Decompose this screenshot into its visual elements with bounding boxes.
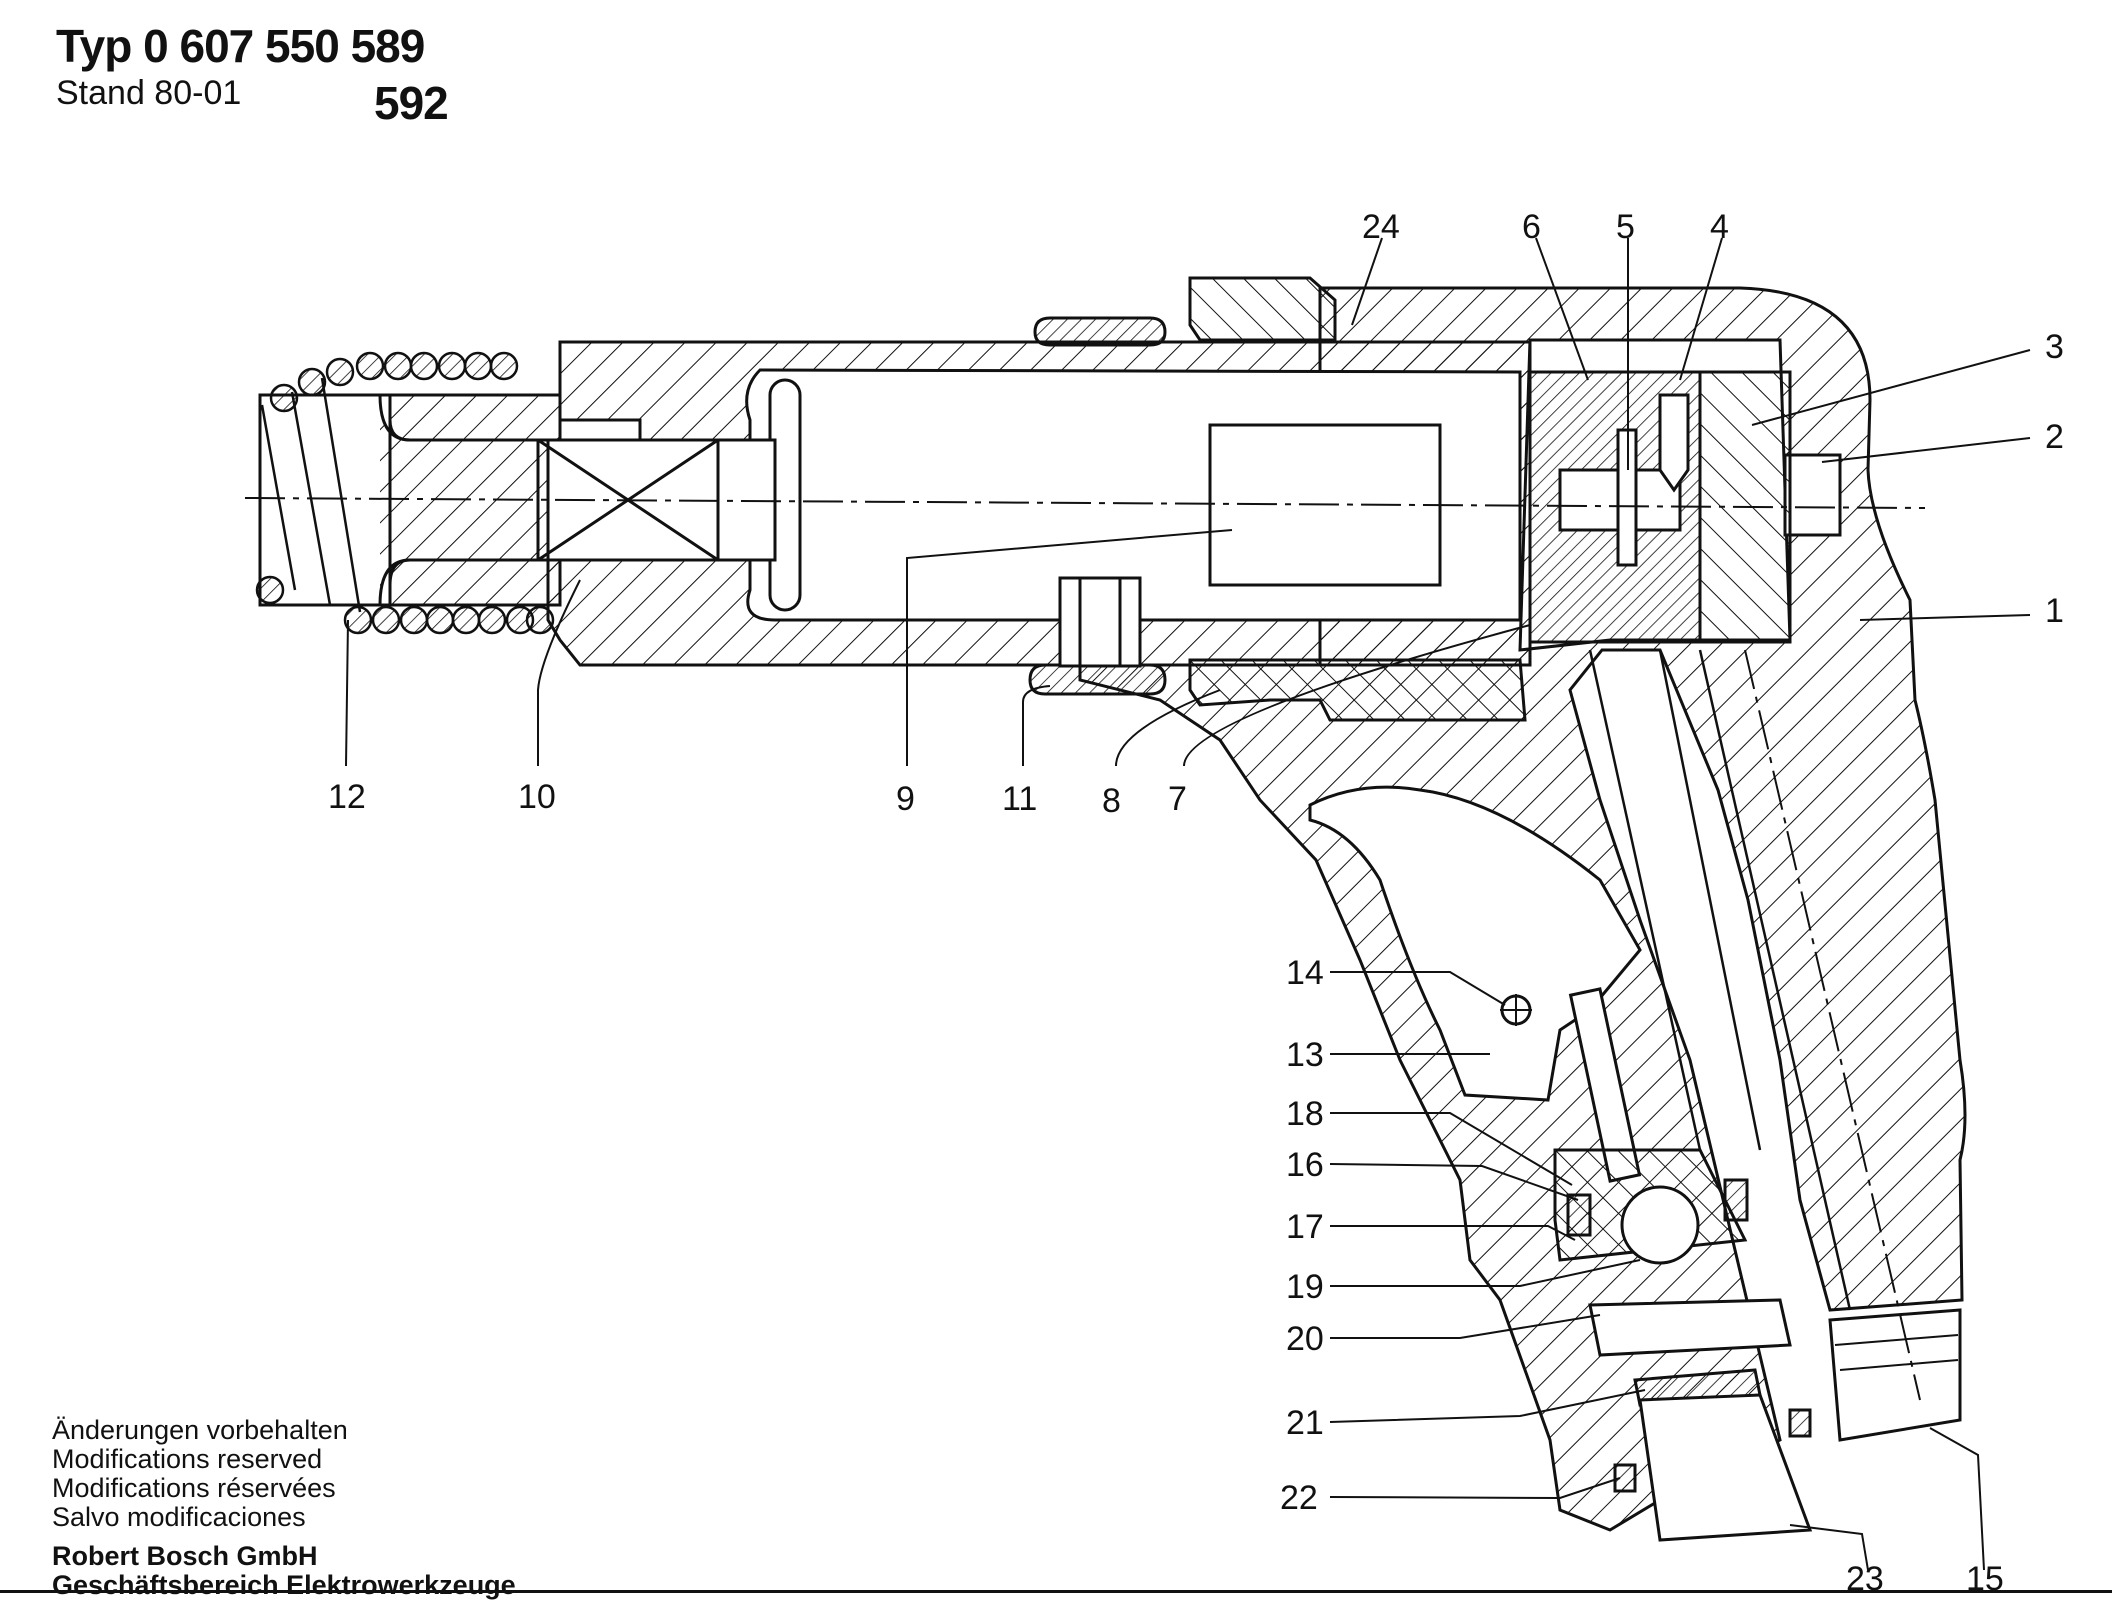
- part-label-11: 11: [1002, 780, 1037, 818]
- footer-note: Modifications reserved: [52, 1444, 323, 1474]
- header: Typ 0 607 550 589 Stand 80-01 592: [56, 18, 449, 134]
- part-label-20: 20: [1286, 1320, 1324, 1358]
- exhaust-tube: [1828, 1308, 1962, 1442]
- footer-note: Änderungen vorbehalten: [52, 1415, 348, 1445]
- part-label-8: 8: [1102, 782, 1121, 820]
- part-label-3: 3: [2045, 328, 2064, 366]
- footer: Änderungen vorbehalten Modifications res…: [52, 1416, 516, 1600]
- seal-22: [1613, 1463, 1637, 1493]
- pin-hole: [1058, 576, 1142, 668]
- part-label-2: 2: [2045, 418, 2064, 456]
- retaining-clip: [1028, 663, 1167, 696]
- inlet-bore: [1638, 1393, 1813, 1542]
- footer-note: Modifications réservées: [52, 1473, 336, 1503]
- part-label-7: 7: [1168, 780, 1187, 818]
- stand-row: Stand 80-01 592: [56, 74, 449, 134]
- bottom-rule: [0, 1590, 2112, 1593]
- rear-plug: [1783, 453, 1842, 537]
- part-label-16: 16: [1286, 1146, 1324, 1184]
- part-label-21: 21: [1286, 1404, 1324, 1442]
- part-label-22: 22: [1280, 1479, 1318, 1517]
- part-label-10: 10: [518, 778, 556, 816]
- stand-date: Stand 80-01: [56, 74, 242, 112]
- seal-23: [1788, 1408, 1812, 1438]
- footer-note: Salvo modificaciones: [52, 1502, 306, 1532]
- part-label-13: 13: [1286, 1036, 1324, 1074]
- part-label-24: 24: [1362, 208, 1400, 246]
- rotor: [1208, 423, 1442, 587]
- spring-coils: [255, 351, 555, 635]
- top-clip: [1033, 316, 1167, 347]
- o-ring-right: [1723, 1178, 1749, 1222]
- inlet-insert: [1588, 1298, 1792, 1357]
- part-label-19: 19: [1286, 1268, 1324, 1306]
- center-line: [244, 497, 1926, 509]
- lower-nut: [1188, 658, 1527, 722]
- type-number: Typ 0 607 550 589: [56, 20, 425, 72]
- valve-ball: [1620, 1185, 1700, 1265]
- part-labels: 1 2 3 4 5 6 7 8 9 10 11 12 13 14 15 16 1…: [328, 208, 2064, 1598]
- part-label-14: 14: [1286, 954, 1324, 992]
- company-name: Robert Bosch GmbH: [52, 1541, 318, 1571]
- part-label-6: 6: [1522, 208, 1541, 246]
- part-label-5: 5: [1616, 208, 1635, 246]
- cover-nut: [1188, 276, 1337, 342]
- division-name: Geschäftsbereich Elektrowerkzeuge: [52, 1570, 516, 1600]
- part-label-18: 18: [1286, 1095, 1324, 1133]
- variant-number: 592: [374, 77, 449, 129]
- handle-center-line: [1744, 649, 1921, 1401]
- part-label-9: 9: [896, 780, 915, 818]
- leader-lines: [345, 237, 2031, 1571]
- valve-pin: [1658, 393, 1690, 493]
- part-label-1: 1: [2045, 592, 2064, 630]
- part-label-4: 4: [1710, 208, 1729, 246]
- o-ring-left: [1566, 1193, 1592, 1237]
- part-label-17: 17: [1286, 1208, 1324, 1246]
- part-label-12: 12: [328, 778, 366, 816]
